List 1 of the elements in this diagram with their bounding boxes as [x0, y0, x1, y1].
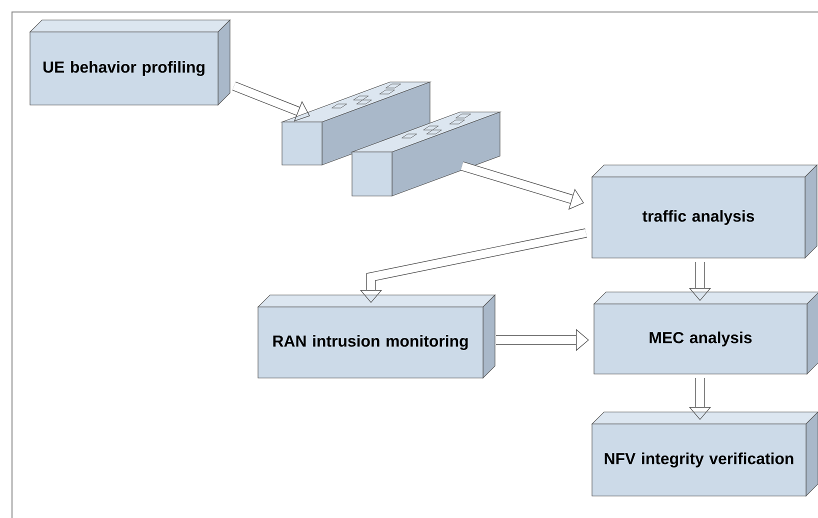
- block-arrow: [460, 162, 584, 210]
